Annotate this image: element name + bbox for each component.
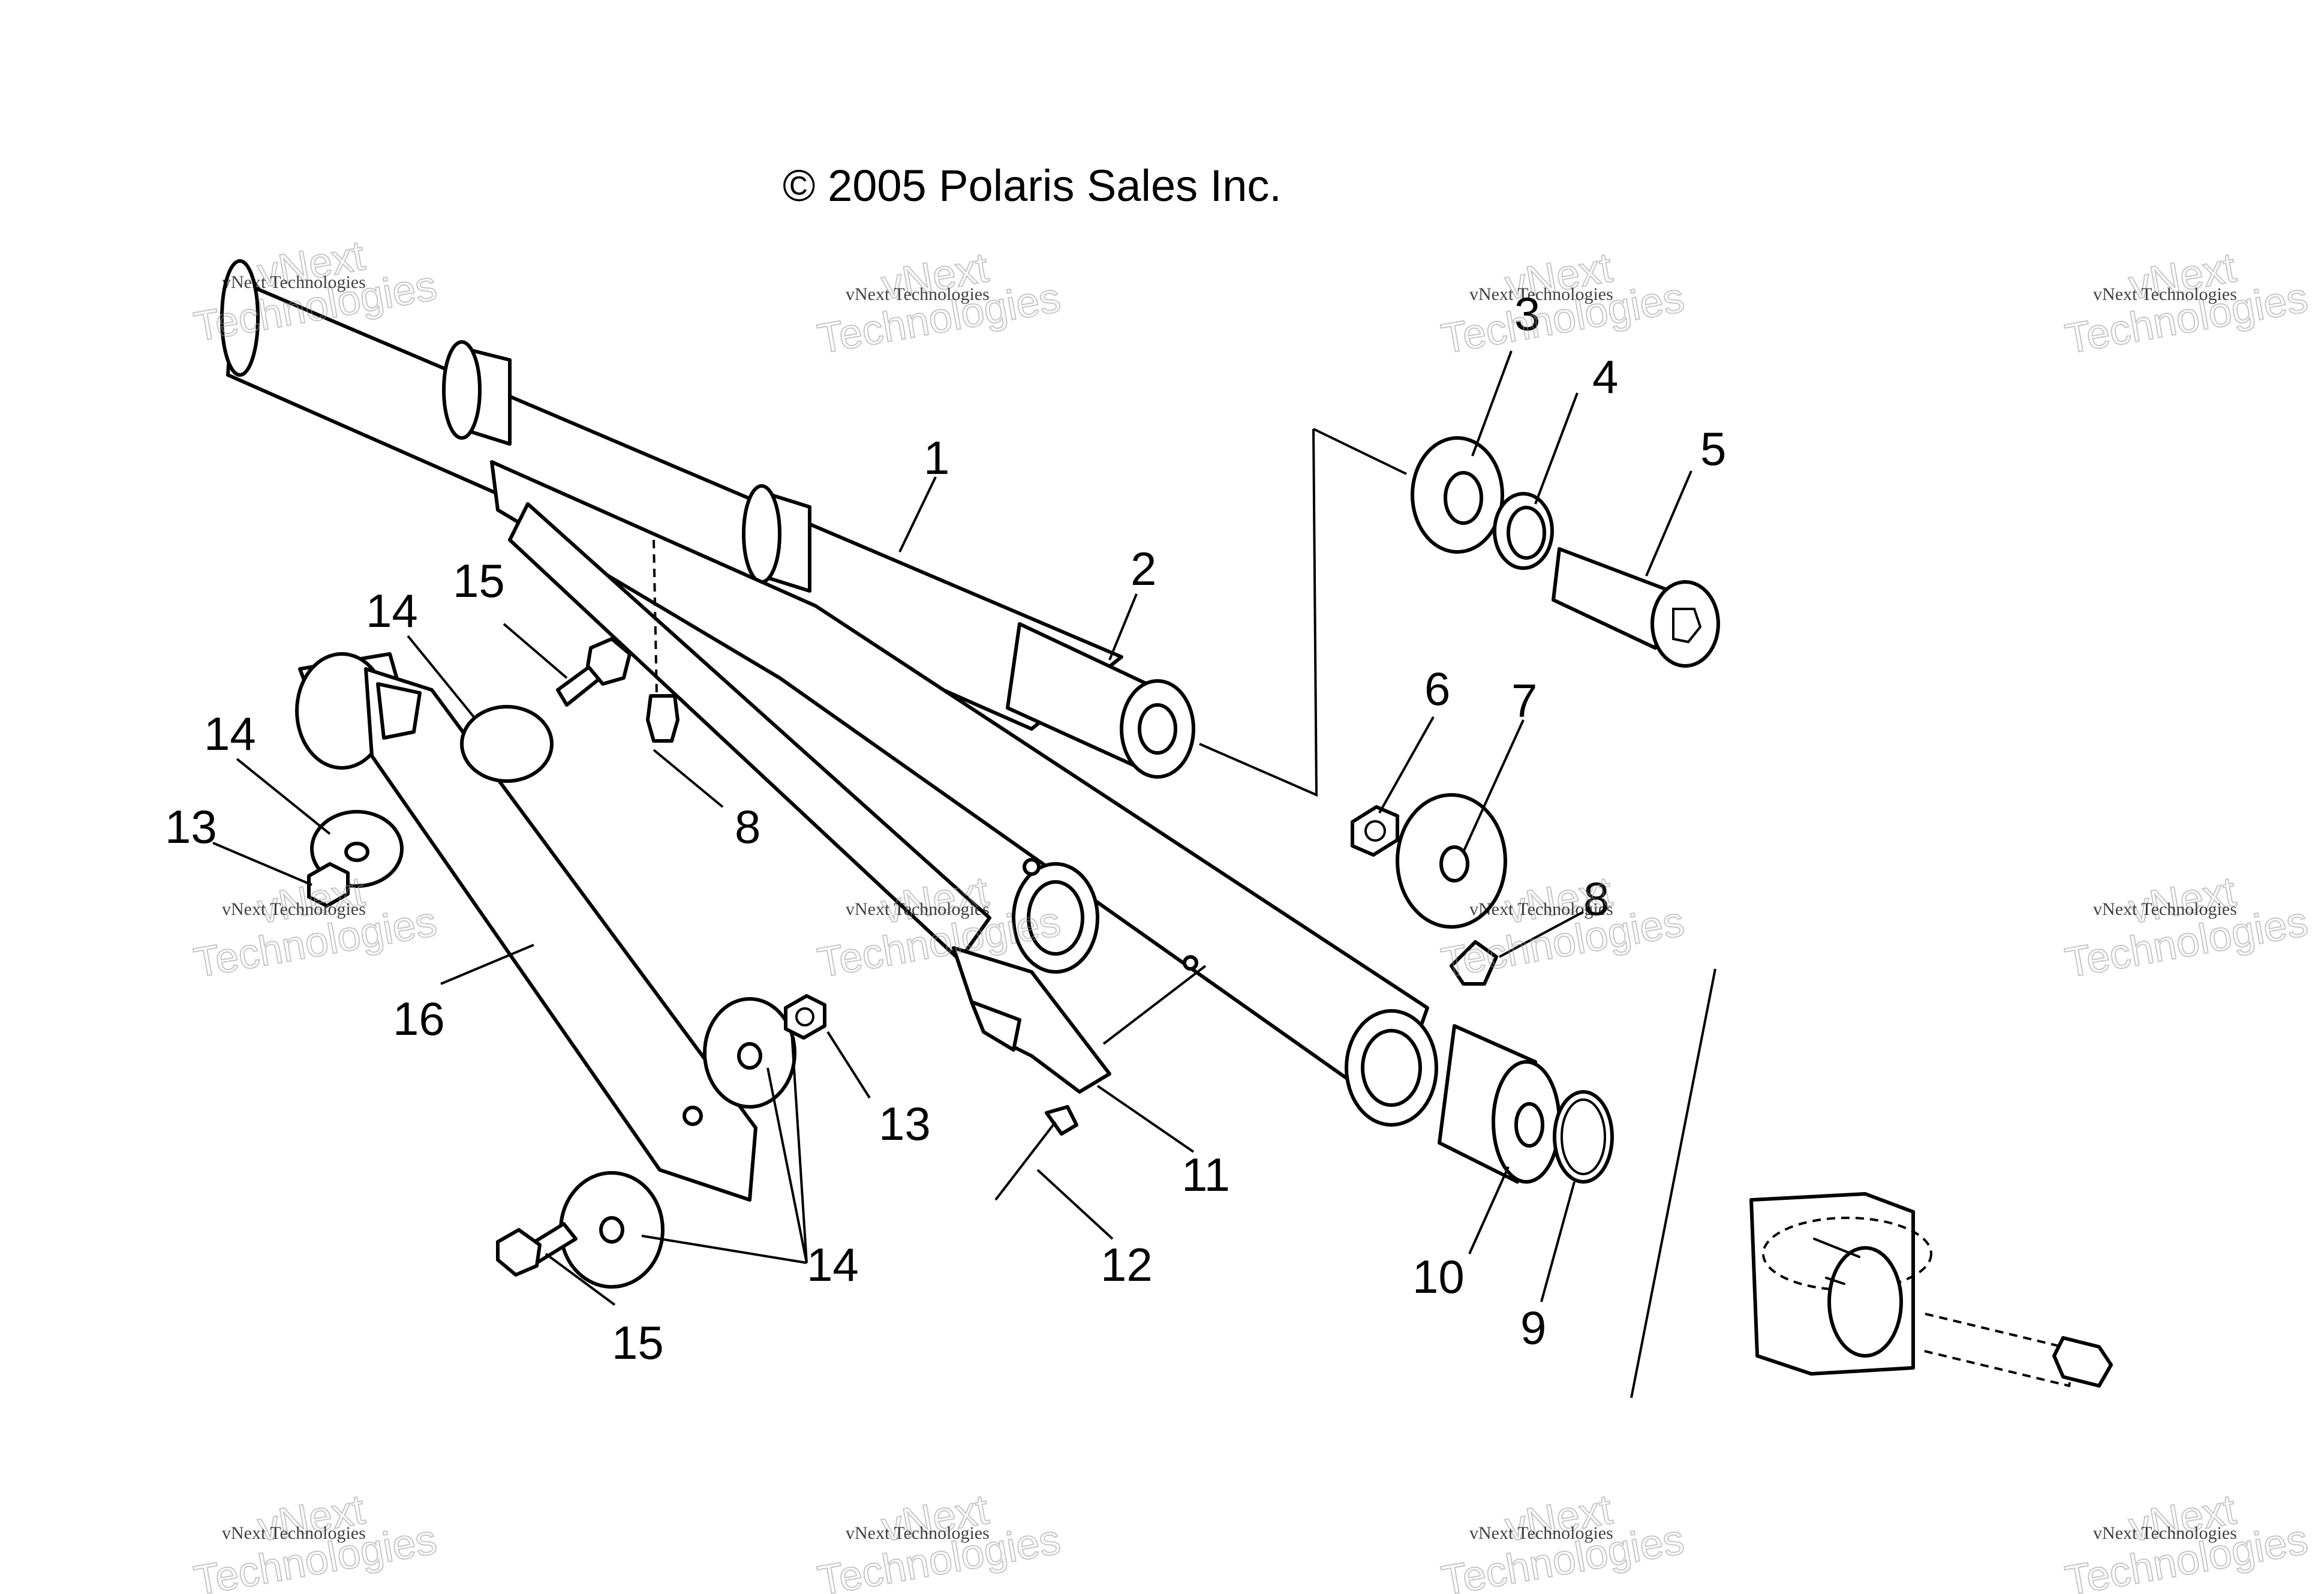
link-16	[295, 652, 757, 1202]
callout-13-right: 13	[879, 1097, 931, 1150]
leader-lines	[212, 350, 1692, 1306]
watermark-small-9: vNext Technologies	[222, 1523, 366, 1543]
callout-3: 3	[1514, 287, 1540, 340]
shoulder-bolt-5	[1552, 547, 1720, 668]
hub-assembly	[1749, 1192, 2113, 1388]
grease-fitting-upper	[646, 539, 680, 743]
callout-14-left: 14	[204, 707, 256, 760]
torque-arm-tube	[220, 259, 1195, 779]
callout-4: 4	[1592, 350, 1618, 403]
nut-6	[1351, 805, 1399, 857]
callout-9: 9	[1520, 1301, 1546, 1354]
grease-fitting-lower	[1450, 940, 1498, 986]
washer-7	[1396, 793, 1507, 929]
washer-14-mid	[703, 997, 796, 1109]
callout-15-bottom: 15	[612, 1316, 664, 1369]
copyright-text: © 2005 Polaris Sales Inc.	[783, 161, 1282, 211]
lock-washer-4	[1493, 492, 1554, 570]
washer-3	[1411, 436, 1504, 554]
watermark-small-3: vNext Technologies	[1469, 284, 1613, 304]
callout-13-left: 13	[165, 800, 217, 853]
watermark-small-12: vNext Technologies	[2093, 1523, 2237, 1543]
watermark-small-11: vNext Technologies	[1469, 1523, 1613, 1543]
watermark-small-4: vNext Technologies	[2093, 284, 2237, 304]
watermark-small-7: vNext Technologies	[1469, 899, 1613, 919]
watermark-small-2: vNext Technologies	[846, 284, 990, 304]
watermark-small-10: vNext Technologies	[846, 1523, 990, 1543]
callout-6: 6	[1424, 662, 1450, 715]
watermark-small-5: vNext Technologies	[222, 899, 366, 919]
bushing-10	[1438, 1024, 1561, 1184]
rivet-12	[994, 1105, 1078, 1201]
callout-15-top: 15	[453, 554, 505, 607]
callout-1: 1	[924, 431, 949, 484]
retaining-ring-9	[1553, 1090, 1614, 1184]
callout-11: 11	[1181, 1148, 1230, 1201]
watermark-small-8: vNext Technologies	[2093, 899, 2237, 919]
callout-5: 5	[1700, 422, 1726, 475]
nut-13-right	[784, 994, 826, 1040]
callout-8-lower: 8	[1583, 872, 1609, 925]
washer-14-bottom	[559, 1171, 665, 1289]
bolt-15-top	[556, 637, 632, 707]
bolt-15-bottom	[496, 1222, 578, 1277]
callout-7: 7	[1511, 674, 1537, 727]
bracket-11	[952, 946, 1111, 1094]
washer-14-top	[460, 705, 554, 783]
callout-12: 12	[1101, 1238, 1153, 1291]
callout-2: 2	[1131, 542, 1156, 595]
callout-10: 10	[1412, 1250, 1465, 1303]
nut-13-left	[307, 862, 350, 908]
callout-14-top: 14	[366, 584, 418, 637]
callout-labels: 1 2 3 4 5 6 7 8 8 9 10 11 12 13 13 14 14…	[165, 287, 1726, 1369]
watermark-small-1: vNext Technologies	[222, 272, 366, 292]
watermark-small-6: vNext Technologies	[846, 899, 990, 919]
callout-16: 16	[393, 992, 445, 1045]
callout-14-bottom: 14	[807, 1238, 859, 1291]
callout-8-upper: 8	[735, 800, 760, 853]
swing-arm	[490, 460, 1438, 1127]
